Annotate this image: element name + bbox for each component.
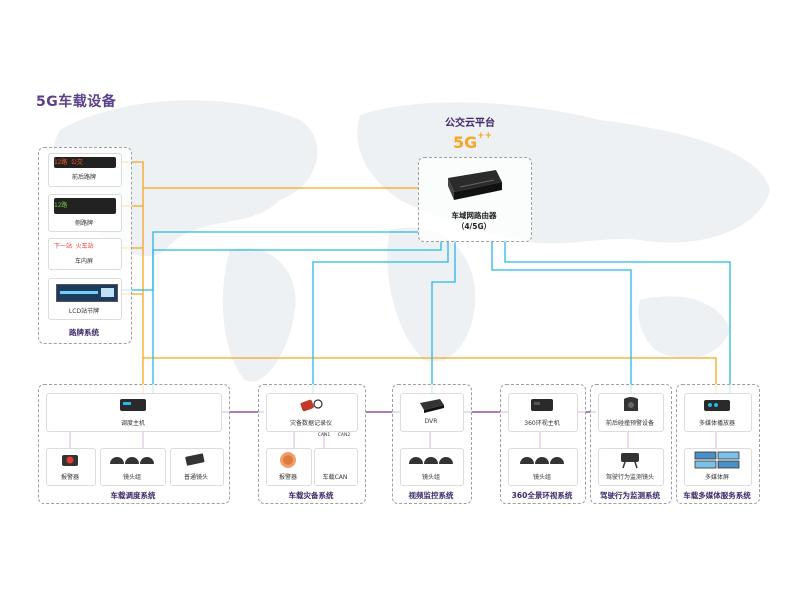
media-system-label: 车载多媒体服务系统 (683, 491, 751, 500)
media-player-label: 多媒体播放器 (698, 420, 735, 427)
surround-camera-group-card[interactable] (508, 448, 578, 486)
collision-warning-icon (624, 397, 638, 411)
5g-logo-plus: ++ (477, 131, 491, 141)
cyan-link-driver (491, 240, 632, 398)
sign-bus-line (121, 161, 144, 358)
side-sign-display: 12路 (54, 198, 116, 214)
can-bus-label: 车载CAN (322, 474, 348, 481)
can2-tag: CAN2 (337, 433, 351, 438)
dispatch-host-label: 调度主机 (120, 420, 145, 427)
media-screen-label: 多媒体屏 (704, 474, 729, 481)
media-screen-icon (694, 451, 740, 469)
router-icon (448, 170, 502, 200)
alarm-icon (62, 455, 78, 466)
driver-camera-icon (621, 453, 639, 469)
dispatch-alarm-label: 报警器 (60, 474, 79, 481)
dispatch-normal-camera-label: 普通镜头 (183, 474, 208, 481)
surround-camera-group-label: 镜头组 (532, 474, 551, 481)
interior-screen-display: 下一站 火车站 (54, 242, 116, 252)
driver-camera-label: 驾驶行为监测镜头 (605, 474, 654, 481)
cyan-link-dvr (431, 240, 456, 398)
page-title: 5G车载设备 (36, 94, 117, 110)
5g-logo-text: 5G (453, 133, 477, 152)
dispatch-host-icon (120, 399, 146, 411)
cyan-link-dispatch (152, 240, 442, 393)
interior-screen-label: 车内屏 (74, 258, 93, 265)
media-player-icon (704, 400, 730, 411)
lcd-station-sign-label: LCD站节牌 (68, 308, 100, 315)
router-spec: （4/5G） (456, 222, 492, 231)
router-name: 车域网路由器 (451, 211, 497, 220)
dvr-label: DVR (424, 418, 438, 425)
dispatch-alarm-card[interactable] (46, 448, 96, 486)
disaster-alarm-label: 报警器 (278, 474, 297, 481)
side-sign-label: 侧路牌 (74, 220, 93, 227)
driver-system-label: 驾驶行为监测系统 (600, 491, 660, 500)
sign-system-label: 路牌系统 (69, 328, 99, 337)
camera-group-icon (520, 457, 564, 464)
router-label: 车域网路由器 （4/5G） (418, 210, 530, 232)
cloud-platform-title: 公交云平台 (445, 118, 495, 129)
disaster-system-label: 车载灾备系统 (288, 491, 334, 500)
disaster-recorder-card[interactable] (266, 393, 358, 432)
front-rear-sign-display: 12路 公交 (54, 157, 116, 168)
camera-group-icon (110, 457, 154, 464)
surround-system-label: 360全景环视系统 (511, 491, 573, 500)
dispatch-camera-group-card[interactable] (100, 448, 166, 486)
can-bus-card[interactable] (314, 448, 358, 486)
surround-host-label: 360环视主机 (524, 420, 560, 427)
front-rear-sign-label: 前后路牌 (71, 174, 96, 181)
cyan-link-media (504, 240, 731, 398)
dvr-icon (420, 399, 444, 413)
media-player-card[interactable] (684, 393, 752, 432)
cyan-link-lcd (121, 231, 418, 291)
dispatch-camera-group-label: 镜头组 (122, 474, 141, 481)
can1-tag: CAN1 (317, 433, 331, 438)
alarm-light-icon (280, 452, 296, 468)
dispatch-normal-camera-card[interactable] (170, 448, 224, 486)
disaster-recorder-icon (300, 399, 323, 412)
collision-warning-label: 前后碰撞预警设备 (605, 420, 654, 427)
5g-logo: 5G ++ (451, 128, 492, 154)
surround-host-icon (531, 399, 553, 411)
camera-group-icon (409, 457, 453, 464)
driver-camera-card[interactable] (598, 448, 664, 486)
router-box[interactable] (418, 157, 532, 242)
normal-camera-icon (185, 453, 205, 466)
disaster-recorder-label: 灾备数据记录仪 (289, 420, 332, 427)
dispatch-system-label: 车载调度系统 (110, 491, 156, 500)
dvr-card[interactable] (400, 393, 464, 432)
lcd-station-sign-screen (56, 284, 118, 302)
video-system-label: 视频监控系统 (408, 491, 454, 500)
cyan-link-disaster (312, 240, 449, 398)
dvr-camera-group-label: 镜头组 (421, 474, 440, 481)
dvr-camera-group-card[interactable] (400, 448, 464, 486)
